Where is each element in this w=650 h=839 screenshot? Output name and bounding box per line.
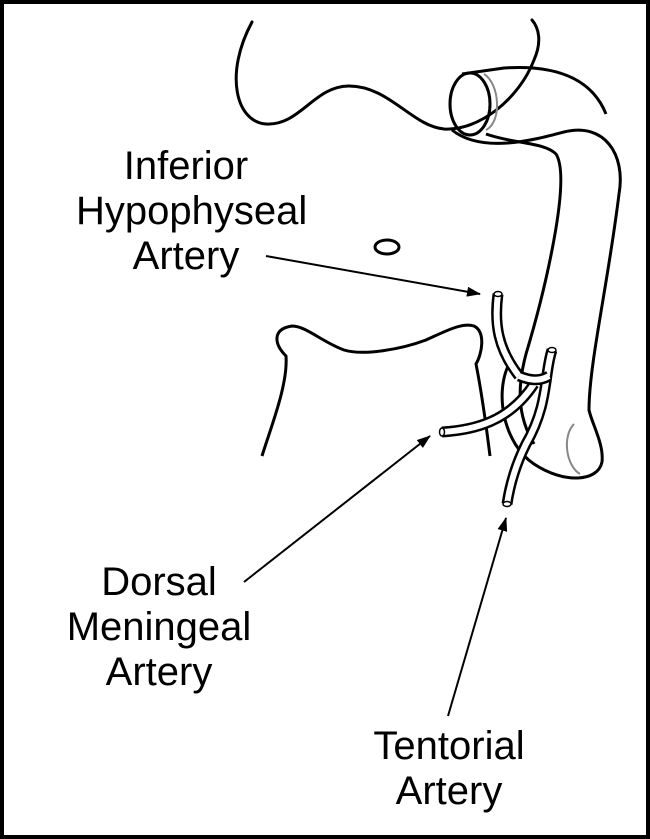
- dorsum-sellae-outline: [260, 323, 492, 457]
- label-line: Inferior: [123, 144, 249, 188]
- internal-carotid-inner-wall: [485, 132, 563, 445]
- label-line: Tentorial: [373, 724, 525, 768]
- label-dorsal-meningeal: Dorsal Meningeal Artery: [44, 560, 274, 695]
- internal-carotid-outer-wall: [451, 128, 622, 480]
- label-line: Artery: [395, 769, 503, 813]
- arrow-dorsal-meningeal: [243, 435, 431, 583]
- label-inferior-hypophyseal: Inferior Hypophyseal Artery: [76, 144, 308, 279]
- carotid-cut-edge-top: [483, 73, 499, 131]
- carotid-cut-cylinder-top: [461, 65, 608, 115]
- label-line: Dorsal: [101, 560, 217, 604]
- label-line: Artery: [105, 650, 213, 694]
- carotid-cut-edge-bottom: [565, 423, 581, 475]
- carotid-cut-end-top: [448, 71, 492, 137]
- label-tentorial: Tentorial Artery: [344, 724, 554, 814]
- optic-chiasm-outline: [234, 18, 541, 131]
- arrow-tentorial: [447, 517, 508, 717]
- label-line: Hypophyseal: [76, 189, 308, 233]
- label-line: Artery: [132, 234, 240, 278]
- pituitary-stalk-oval: [373, 238, 401, 256]
- anatomy-drawing: [234, 18, 622, 717]
- arrow-inferior-hypophyseal: [265, 255, 481, 297]
- label-line: Meningeal: [66, 605, 252, 649]
